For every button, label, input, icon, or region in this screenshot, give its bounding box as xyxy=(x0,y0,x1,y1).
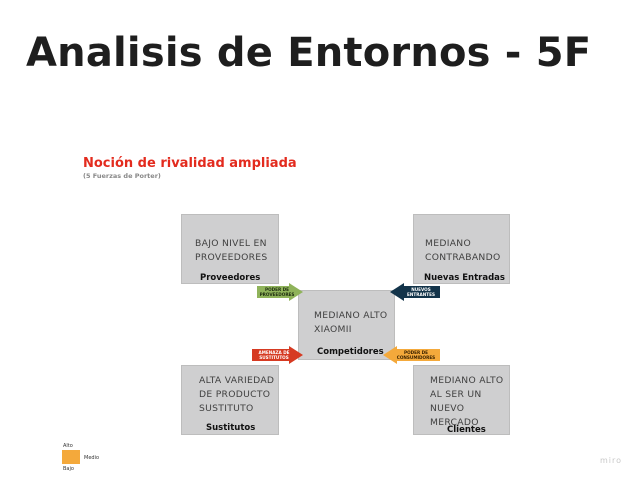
box-competidores-text: MEDIANO ALTO XIAOMII xyxy=(314,309,387,337)
box-nuevas-entradas-text: MEDIANO CONTRABANDO xyxy=(425,237,501,265)
arrow-consumidores-label: PODER DE CONSUMIDORES xyxy=(393,350,439,360)
box-sustitutos-label: Sustitutos xyxy=(206,423,256,433)
arrow-sustitutos-line: AMENAZA DE xyxy=(258,350,290,355)
box-proveedores: BAJO NIVEL EN PROVEEDORES Proveedores xyxy=(181,214,279,284)
box-sustitutos-line: ALTA VARIEDAD xyxy=(199,375,275,386)
arrow-nuevos-label: NUEVOS ENTRANTES xyxy=(402,287,440,297)
box-nuevas-entradas-line: CONTRABANDO xyxy=(425,252,501,263)
box-sustitutos-line: SUSTITUTO xyxy=(199,403,254,414)
arrow-amenaza-sustitutos: AMENAZA DE SUSTITUTOS xyxy=(252,346,303,364)
box-proveedores-text: BAJO NIVEL EN PROVEEDORES xyxy=(195,237,268,265)
arrow-proveedores-label: PODER DE PROVEEDORES xyxy=(257,287,297,297)
diagram-subtitle: Noción de rivalidad ampliada xyxy=(83,156,297,171)
arrow-sustitutos-label: AMENAZA DE SUSTITUTOS xyxy=(252,350,296,360)
arrow-proveedores-line: PODER DE xyxy=(265,287,289,292)
box-sustitutos-text: ALTA VARIEDAD DE PRODUCTO SUSTITUTO xyxy=(199,374,274,416)
legend-mid-label: Medio xyxy=(84,455,100,461)
arrow-left-icon xyxy=(383,346,440,364)
box-clientes-line: MERCADO xyxy=(430,417,479,428)
box-nuevas-entradas-label: Nuevas Entradas xyxy=(424,273,505,283)
arrow-consumidores-line: PODER DE xyxy=(404,350,428,355)
arrow-nuevos-shape xyxy=(390,283,440,301)
arrow-nuevos-entrantes: NUEVOS ENTRANTES xyxy=(390,283,440,301)
box-competidores-label: Competidores xyxy=(317,347,384,357)
legend-low-label: Bajo xyxy=(63,466,74,472)
box-proveedores-line: BAJO NIVEL EN xyxy=(195,238,267,249)
box-sustitutos: ALTA VARIEDAD DE PRODUCTO SUSTITUTO Sust… xyxy=(181,365,279,435)
box-clientes: MEDIANO ALTO AL SER UN NUEVO MERCADO Cli… xyxy=(413,365,510,435)
arrow-sustitutos-line: SUSTITUTOS xyxy=(259,355,289,360)
legend-swatch xyxy=(62,450,80,464)
box-clientes-text: MEDIANO ALTO AL SER UN NUEVO MERCADO xyxy=(430,374,503,430)
legend-high-label: Alto xyxy=(63,443,73,449)
arrow-poder-consumidores: PODER DE CONSUMIDORES xyxy=(383,346,440,364)
miro-watermark: miro xyxy=(600,456,623,465)
arrow-right-icon xyxy=(252,346,303,364)
box-competidores-line: XIAOMII xyxy=(314,324,352,335)
box-clientes-line: AL SER UN xyxy=(430,389,482,400)
box-clientes-line: NUEVO xyxy=(430,403,465,414)
arrow-sustitutos-shape xyxy=(252,346,303,364)
box-nuevas-entradas-line: MEDIANO xyxy=(425,238,472,249)
arrow-nuevos-line: NUEVOS xyxy=(411,287,431,292)
box-proveedores-label: Proveedores xyxy=(200,273,261,283)
arrow-consumidores-line: CONSUMIDORES xyxy=(396,355,436,360)
box-proveedores-line: PROVEEDORES xyxy=(195,252,268,263)
arrow-proveedores-shape xyxy=(257,283,303,301)
arrow-left-icon xyxy=(390,283,440,301)
box-clientes-label: Clientes xyxy=(447,425,486,435)
arrow-proveedores-line: PROVEEDORES xyxy=(259,292,295,297)
arrow-consumidores-shape xyxy=(383,346,440,364)
box-sustitutos-line: DE PRODUCTO xyxy=(199,389,271,400)
diagram-subnote: (5 Fuerzas de Porter) xyxy=(83,172,161,180)
box-nuevas-entradas: MEDIANO CONTRABANDO Nuevas Entradas xyxy=(413,214,510,284)
arrow-nuevos-line: ENTRANTES xyxy=(407,292,435,297)
box-clientes-line: MEDIANO ALTO xyxy=(430,375,504,386)
arrow-right-icon xyxy=(257,283,303,301)
arrow-poder-proveedores: PODER DE PROVEEDORES xyxy=(257,283,303,301)
page-title: Analisis de Entornos - 5F xyxy=(26,30,592,76)
box-competidores-line: MEDIANO ALTO xyxy=(314,310,388,321)
box-competidores: MEDIANO ALTO XIAOMII Competidores xyxy=(298,290,395,360)
